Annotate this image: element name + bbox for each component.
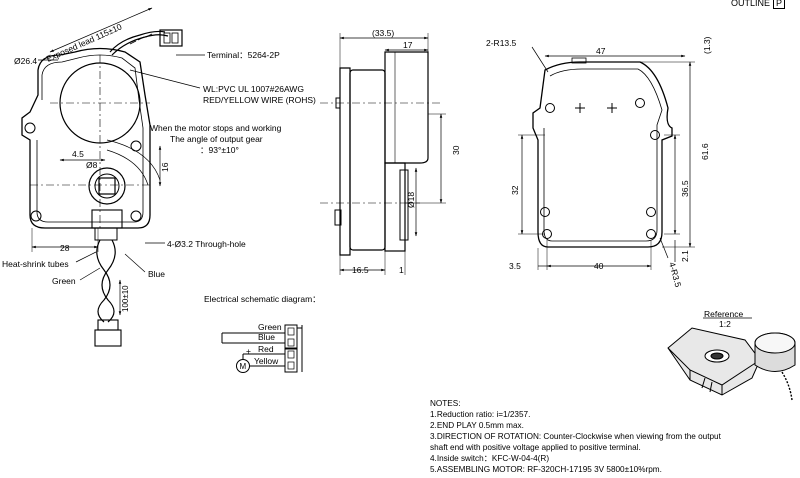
side-gearbox (384, 162, 406, 252)
note-item: 1.Reduction ratio: i=1/2357. (430, 410, 531, 419)
lead-len-label: 100±10 (121, 285, 130, 312)
dim-28-label: 28 (60, 243, 70, 253)
outline-text: OUTLINE (731, 0, 771, 8)
dim-45-label: 4.5 (72, 149, 84, 159)
note-item: 4.Inside switch：KFC-W-04-4(R) (430, 454, 550, 463)
reference-label: Reference (704, 309, 743, 319)
back-housing-inner (543, 68, 663, 242)
back-hole-1 (545, 103, 555, 113)
dim-365-label: 36.5 (680, 180, 690, 197)
dim-32-label: 32 (510, 185, 520, 195)
schematic-title: Electrical schematic diagram： (204, 294, 321, 304)
side-view-labels: (33.5) 17 30 Ø18 16.5 1 (352, 28, 461, 275)
r35-label: 4-R3.5 (667, 261, 683, 288)
heat-shrink-label: Heat-shrink tubes (2, 259, 69, 269)
back-view-labels: 2-R13.5 47 (1.3) 61.6 32 36.5 2.1 3.5 40… (486, 36, 712, 288)
back-hole-2 (635, 98, 645, 108)
dim-30-label: 30 (451, 145, 461, 155)
side-motor-can (384, 51, 429, 164)
reference-scale: 1:2 (719, 319, 731, 329)
schematic-blue: Blue (258, 332, 275, 342)
schematic-plus: + (246, 346, 251, 356)
dim-13-label: (1.3) (702, 36, 712, 54)
dim-35-label: 3.5 (509, 261, 521, 271)
reference-labels: Reference 1:2 (704, 309, 743, 329)
dim-17-label: 17 (403, 40, 413, 50)
note-item: 5.ASSEMBLING MOTOR: RF-320CH-17195 3V 58… (430, 465, 662, 474)
exposed-lead-label: Exposed lead 115±10 (45, 21, 124, 63)
schematic-connector-bottom (284, 347, 298, 373)
front-housing-inner (36, 54, 144, 223)
holes-label: 4-Ø3.2 Through-hole (167, 239, 246, 249)
back-view (518, 46, 695, 270)
side-view (320, 33, 446, 275)
front-hole-1 (24, 122, 36, 134)
dim-335-label: (33.5) (372, 28, 394, 38)
front-output-gear (88, 167, 126, 205)
dia-18-label: Ø18 (406, 192, 416, 208)
stop-line1-label: When the motor stops and working (150, 123, 282, 133)
dim-16-label: 16 (160, 162, 170, 172)
back-housing-outline (532, 61, 673, 248)
blue-wire-label: Blue (148, 269, 165, 279)
dim-47-label: 47 (596, 46, 606, 56)
schematic-connector-top (284, 324, 298, 350)
notes-heading: NOTES: (430, 399, 461, 408)
schematic-yellow: Yellow (254, 356, 279, 366)
radius-label: 2-R13.5 (486, 38, 517, 48)
stop-line2-label: The angle of output gear (170, 134, 263, 144)
front-hole-4 (130, 210, 142, 222)
note-item: 2.END PLAY 0.5mm max. (430, 421, 524, 430)
note-item: shaft end with positive voltage applied … (430, 443, 641, 452)
notes-block: NOTES: 1.Reduction ratio: i=1/2357. 2.EN… (430, 398, 721, 475)
terminal-label: Terminal：5264-2P (207, 50, 280, 60)
schematic-motor-m: M (240, 362, 247, 371)
schematic (221, 324, 303, 373)
front-housing-outline (21, 47, 151, 229)
schematic-red: Red (258, 344, 274, 354)
stop-line3-label: ：93°±10° (200, 145, 239, 155)
dim-165-label: 16.5 (352, 265, 369, 275)
back-hole-4 (646, 207, 656, 217)
note-item: 3.DIRECTION OF ROTATION: Counter-Clockwi… (430, 432, 721, 441)
outline-box: P (773, 0, 786, 9)
dia-body-label: Ø26.4 (14, 56, 37, 66)
reference-view (667, 317, 796, 401)
wire-line2-label: RED/YELLOW WIRE (ROHS) (203, 95, 316, 105)
dim-40-label: 40 (594, 261, 604, 271)
dim-21-label: 2.1 (680, 250, 690, 262)
dim-616-label: 61.6 (700, 143, 710, 160)
dim-1-label: 1 (399, 265, 404, 275)
wire-line1-label: WL:PVC UL 1007#26AWG (203, 84, 304, 94)
schematic-green: Green (258, 322, 282, 332)
dia-8-label: Ø8 (86, 160, 98, 170)
front-view (21, 7, 205, 347)
front-hole-3 (30, 210, 42, 222)
side-flange (339, 67, 351, 256)
schematic-labels: Electrical schematic diagram： Green Blue… (204, 294, 321, 371)
back-hole-3 (540, 207, 550, 217)
green-wire-label: Green (52, 276, 76, 286)
